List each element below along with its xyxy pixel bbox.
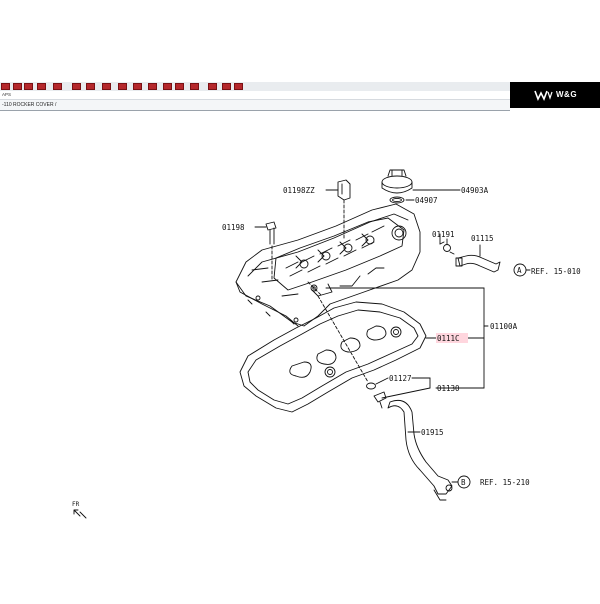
toolbar-button[interactable] xyxy=(133,83,142,90)
parts-diagram: 01198ZZ 04903A 04907 01198 01191 01115 A… xyxy=(0,110,600,600)
part-label-01191[interactable]: 01191 xyxy=(432,230,455,239)
exploded-view-drawing: 01198ZZ 04903A 04907 01198 01191 01115 A… xyxy=(72,169,581,519)
ref-link-15-010[interactable]: REF. 15-010 xyxy=(531,267,581,276)
pcv-valve-part[interactable] xyxy=(439,241,455,255)
part-label-01915[interactable]: 01915 xyxy=(421,428,444,437)
front-direction-label: FR xyxy=(72,501,80,508)
toolbar-button[interactable] xyxy=(175,83,184,90)
toolbar-button[interactable] xyxy=(102,83,111,90)
toolbar-button[interactable] xyxy=(37,83,46,90)
ref-b-letter: B xyxy=(461,478,466,487)
rocker-cover-part[interactable] xyxy=(235,203,421,327)
part-label-01100a[interactable]: 01100A xyxy=(490,322,518,331)
part-label-01115[interactable]: 01115 xyxy=(471,234,494,243)
oil-filler-cap-part[interactable] xyxy=(381,169,413,194)
toolbar-button[interactable] xyxy=(208,83,217,90)
ref-a-letter: A xyxy=(517,266,522,275)
ref-link-15-210[interactable]: REF. 15-210 xyxy=(480,478,530,487)
tab-label[interactable]: APS xyxy=(2,92,12,97)
hose-fitting-part[interactable] xyxy=(373,391,387,409)
part-label-0111c[interactable]: 0111C xyxy=(437,334,460,343)
toolbar-button[interactable] xyxy=(234,83,243,90)
toolbar-button[interactable] xyxy=(72,83,81,90)
bolt-part[interactable] xyxy=(265,221,277,245)
toolbar-button[interactable] xyxy=(118,83,127,90)
toolbar-button[interactable] xyxy=(24,83,33,90)
breadcrumb-text: -110 ROCKER COVER / xyxy=(2,102,57,108)
toolbar-button[interactable] xyxy=(222,83,231,90)
long-hose-part[interactable] xyxy=(387,399,453,501)
brand-name: W&G xyxy=(556,90,578,99)
part-label-01198zz[interactable]: 01198ZZ xyxy=(283,186,315,195)
part-label-01127[interactable]: 01127 xyxy=(389,374,412,383)
fitting-o-ring-part[interactable] xyxy=(366,382,376,390)
tab-bar: APS xyxy=(0,91,510,99)
front-arrow-icon xyxy=(73,509,81,517)
cover-gasket-part[interactable] xyxy=(239,301,427,413)
brand-logo: W&G xyxy=(510,82,600,108)
toolbar-button[interactable] xyxy=(148,83,157,90)
top-blank-area xyxy=(0,0,600,82)
part-label-04903a[interactable]: 04903A xyxy=(461,186,489,195)
toolbar-button[interactable] xyxy=(53,83,62,90)
selected-part-highlight xyxy=(436,333,468,343)
breadcrumb: -110 ROCKER COVER / xyxy=(0,99,510,111)
part-label-04907[interactable]: 04907 xyxy=(415,196,438,205)
toolbar-button[interactable] xyxy=(190,83,199,90)
ref-b-callout-icon[interactable] xyxy=(457,475,471,489)
logo-mark-icon xyxy=(534,90,553,101)
part-label-01198[interactable]: 01198 xyxy=(222,223,245,232)
toolbar-button[interactable] xyxy=(163,83,172,90)
bracket-part[interactable] xyxy=(337,179,351,201)
part-label-01130[interactable]: 01130 xyxy=(437,384,460,393)
toolbar-button[interactable] xyxy=(13,83,22,90)
toolbar-button[interactable] xyxy=(1,83,10,90)
cap-o-ring-part[interactable] xyxy=(389,196,405,204)
toolbar-button[interactable] xyxy=(86,83,95,90)
ref-a-callout-icon[interactable] xyxy=(513,263,527,277)
breather-hose-part[interactable] xyxy=(455,254,501,273)
